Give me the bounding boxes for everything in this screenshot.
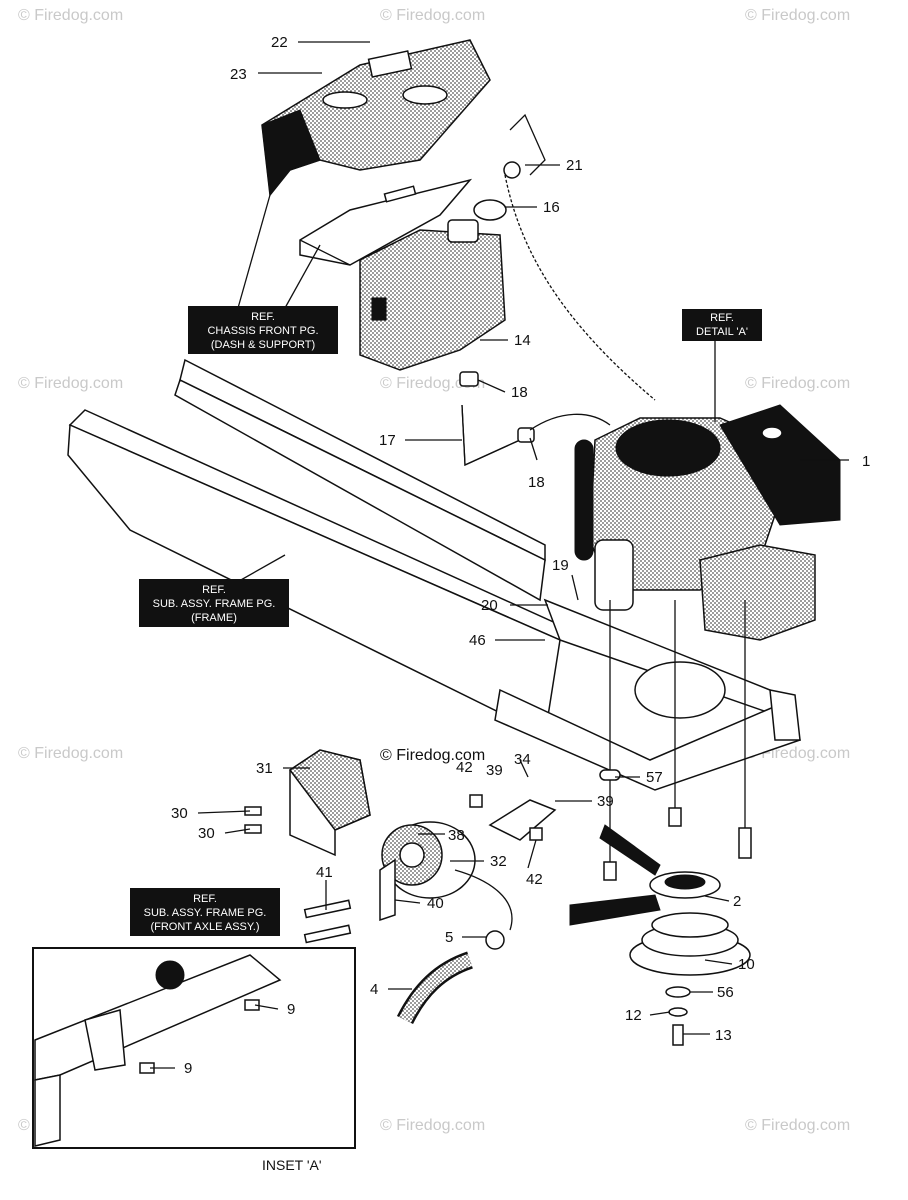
engine <box>574 404 841 641</box>
callout-19: 19 <box>552 557 569 574</box>
callout-14: 14 <box>514 332 531 349</box>
watermark-bottom-right: © Firedog.com <box>745 1117 850 1134</box>
callout-1: 1 <box>862 453 870 470</box>
callout-32: 32 <box>490 853 507 870</box>
watermark-low-left: © Firedog.com <box>18 745 123 762</box>
ref-detail-line-1: REF. <box>710 312 734 324</box>
watermark-mid-right: © Firedog.com <box>745 375 850 392</box>
callout-17: 17 <box>379 432 396 449</box>
ref-frame-line-1: REF. <box>202 584 226 596</box>
ref-box-chassis: REF. CHASSIS FRONT PG. (DASH & SUPPORT) <box>188 306 338 354</box>
callout-56: 56 <box>717 984 734 1001</box>
watermark-top-center: © Firedog.com <box>380 7 485 24</box>
callout-40: 40 <box>427 895 444 912</box>
watermark-top-left: © Firedog.com <box>18 7 123 24</box>
watermark-bottom-center: © Firedog.com <box>380 1117 485 1134</box>
throttle-cable <box>503 113 656 401</box>
watermark-mid-center: © Firedog.com <box>380 375 485 392</box>
ref-detail-line-2: DETAIL 'A' <box>696 326 748 338</box>
callout-30-top: 30 <box>171 805 188 822</box>
ref-box-detail: REF. DETAIL 'A' <box>682 309 762 341</box>
inset-a <box>32 947 356 1149</box>
callout-4: 4 <box>370 981 378 998</box>
callout-18-bottom: 18 <box>528 474 545 491</box>
callout-18-top: 18 <box>511 384 528 401</box>
watermark-mid-left: © Firedog.com <box>18 375 123 392</box>
callout-5: 5 <box>445 929 453 946</box>
discharge-hose <box>396 930 505 1025</box>
callout-41: 41 <box>316 864 333 881</box>
callout-31: 31 <box>256 760 273 777</box>
ref-box-frame: REF. SUB. ASSY. FRAME PG. (FRAME) <box>139 579 289 627</box>
misc-bolts <box>244 794 543 944</box>
center-watermark: © Firedog.com <box>380 747 485 764</box>
callout-21: 21 <box>566 157 583 174</box>
callout-13: 13 <box>715 1027 732 1044</box>
callout-34: 34 <box>514 751 531 768</box>
callout-2: 2 <box>733 893 741 910</box>
callout-46: 46 <box>469 632 486 649</box>
fuel-tank <box>359 199 507 371</box>
callout-57: 57 <box>646 769 663 786</box>
ref-front-axle-line-3: (FRONT AXLE ASSY.) <box>150 921 259 933</box>
inset-a-label: INSET 'A' <box>262 1157 322 1173</box>
callout-9-upper: 9 <box>287 1001 295 1018</box>
callout-38: 38 <box>448 827 465 844</box>
dash-cover <box>261 39 491 197</box>
ref-chassis-line-1: REF. <box>251 311 275 323</box>
callout-12: 12 <box>625 1007 642 1024</box>
leader-lines <box>150 41 849 1069</box>
ref-frame-line-3: (FRAME) <box>191 612 237 624</box>
ref-chassis-line-3: (DASH & SUPPORT) <box>211 339 315 351</box>
callout-42-top: 42 <box>456 759 473 776</box>
watermark-top-right: © Firedog.com <box>745 7 850 24</box>
frame-rails <box>67 358 801 791</box>
ref-chassis-line-2: CHASSIS FRONT PG. <box>207 325 318 337</box>
callout-23: 23 <box>230 66 247 83</box>
dash-support <box>299 178 473 266</box>
callout-42-bottom: 42 <box>526 871 543 888</box>
callout-39-right: 39 <box>597 793 614 810</box>
ref-front-axle-line-2: SUB. ASSY. FRAME PG. <box>144 907 267 919</box>
callout-9-lower: 9 <box>184 1060 192 1077</box>
ref-frame-line-2: SUB. ASSY. FRAME PG. <box>153 598 276 610</box>
ref-front-axle-line-1: REF. <box>193 893 217 905</box>
pulleys <box>569 824 751 1046</box>
callout-22: 22 <box>271 34 288 51</box>
callout-30-bottom: 30 <box>198 825 215 842</box>
callout-16: 16 <box>543 199 560 216</box>
callout-10: 10 <box>738 956 755 973</box>
callout-39-top: 39 <box>486 762 503 779</box>
clutch-assembly <box>288 749 557 931</box>
callouts: 22 23 21 16 14 18 17 18 1 19 20 46 31 42… <box>171 34 870 1077</box>
callout-20: 20 <box>481 597 498 614</box>
ref-box-front-axle: REF. SUB. ASSY. FRAME PG. (FRONT AXLE AS… <box>130 888 280 936</box>
